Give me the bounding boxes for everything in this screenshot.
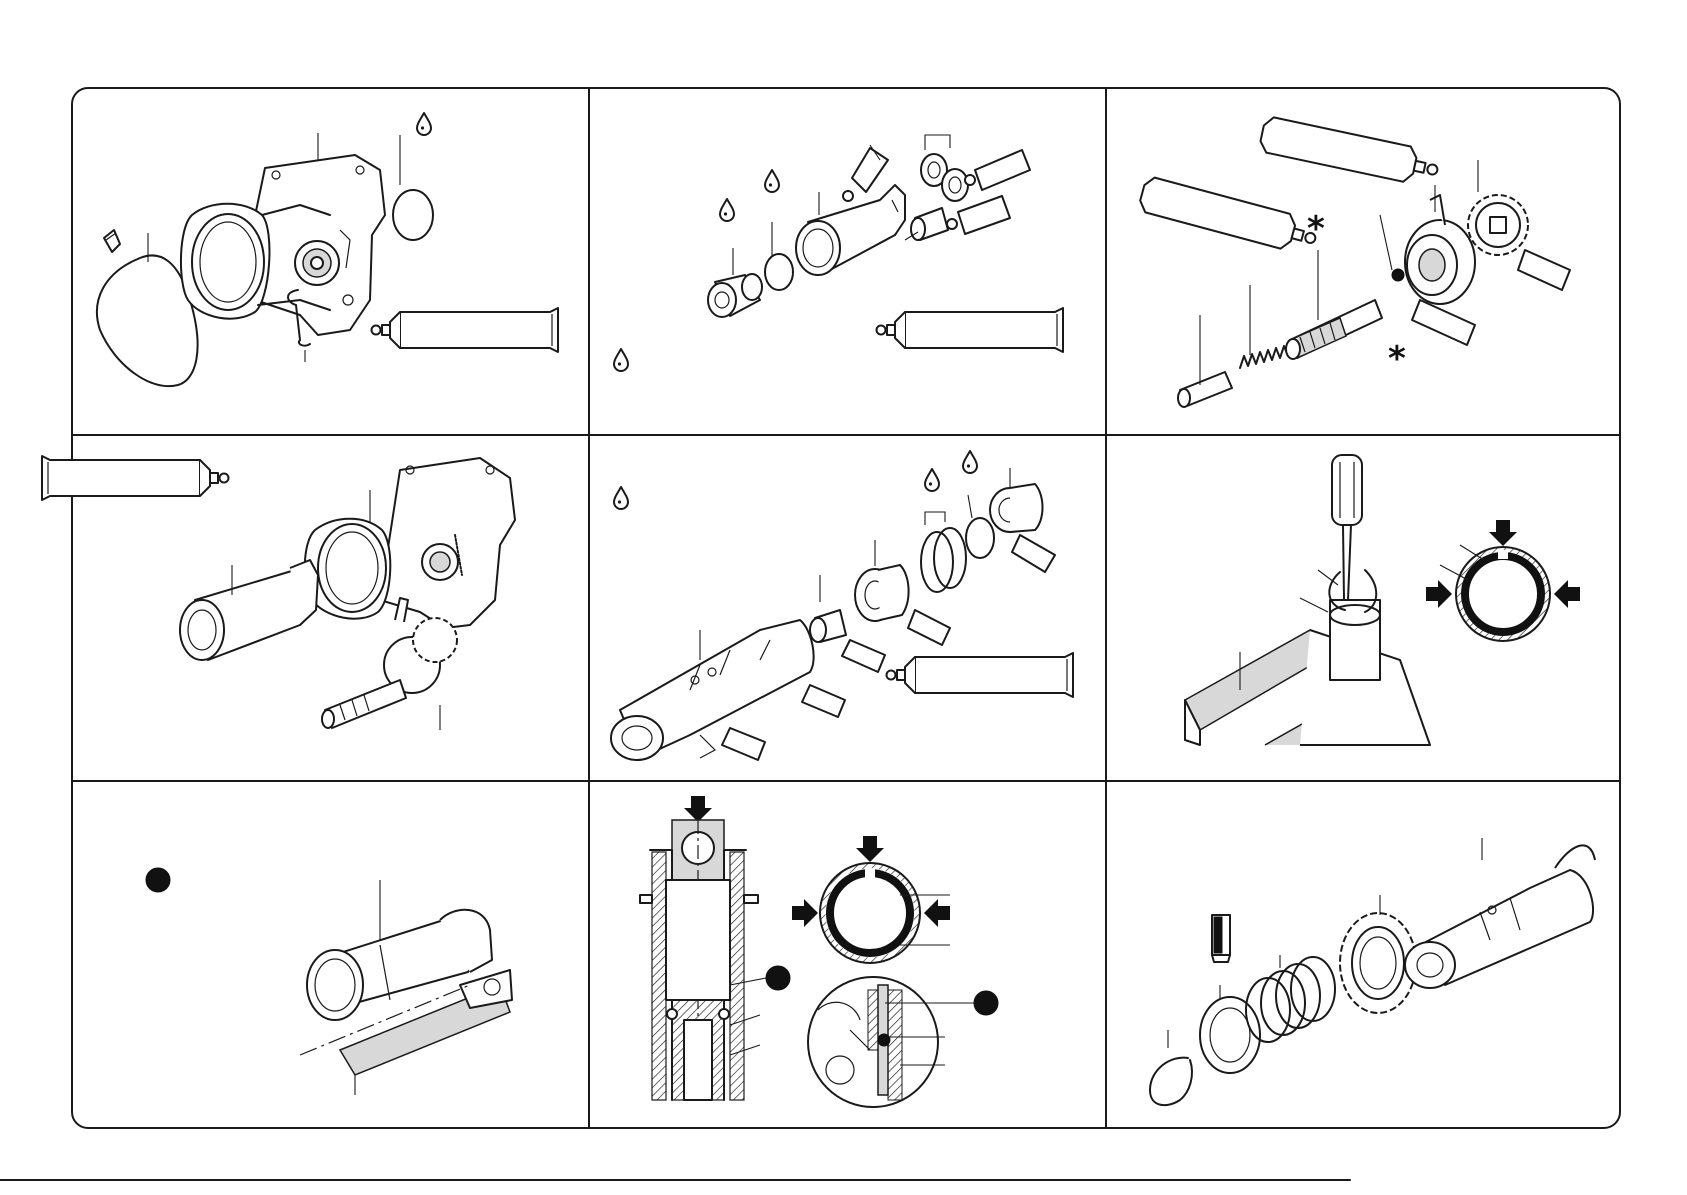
black-dot-icon: [146, 868, 170, 892]
oil-drop-icon: [765, 170, 779, 192]
o-ring: [966, 518, 994, 558]
panel-9-spring-gear: [1150, 838, 1595, 1105]
sleeve: [810, 610, 846, 642]
grease-tube-icon: [908, 610, 950, 645]
spur-gear: [1468, 195, 1528, 255]
panel-3-intermediate-shaft: * *: [1138, 116, 1570, 407]
grease-tube-icon: [887, 653, 1074, 697]
chisel-icon: [1212, 915, 1230, 962]
snap-ring: [1150, 1058, 1192, 1106]
grease-tube-icon: [42, 456, 229, 500]
guide-tube: [180, 560, 318, 660]
panel-7-guide-tube-pressing: [146, 868, 512, 1095]
press-arrow-icon: [792, 899, 818, 927]
grease-tube-icon: [843, 148, 888, 201]
press-arrow-icon: [1489, 520, 1517, 546]
grease-tube-icon: [1138, 176, 1320, 257]
chisel-icon: [104, 230, 120, 252]
o-ring: [393, 190, 433, 240]
oil-drop-icon: [614, 487, 628, 509]
press-arrow-icon: [1554, 580, 1580, 608]
oil-drop-icon: [614, 349, 628, 371]
washer-2: [942, 169, 968, 201]
grease-tube-icon: [1012, 535, 1055, 572]
grease-tube-icon: [802, 685, 845, 717]
grease-tube-icon: [842, 640, 885, 672]
grease-tube-icon: [1258, 116, 1441, 188]
star-mark: *: [1388, 339, 1406, 379]
star-mark: *: [1307, 209, 1325, 249]
snap-ring-diagram: [1426, 520, 1580, 641]
splined-shaft: [1286, 300, 1382, 359]
collar: [855, 565, 909, 621]
panel-4-housing-assembly: [42, 456, 515, 730]
grease-tube-icon: [722, 728, 765, 760]
press-arrow-icon: [684, 796, 712, 822]
panel-6-snap-ring-vise: [1185, 455, 1580, 745]
oil-drop-icon: [925, 469, 939, 491]
grease-tube-icon: [965, 150, 1030, 190]
snap-ring-in-holder: [1329, 570, 1380, 625]
grease-tube-icon: [1412, 300, 1475, 345]
sectional-tube: [640, 820, 758, 1100]
oil-drop-icon: [417, 113, 431, 135]
panel-2-guide-tube: [614, 135, 1063, 371]
o-ring-small: [765, 254, 793, 290]
gear-housing: [181, 155, 385, 335]
screwdriver-icon: [1332, 455, 1362, 600]
gear-housing: [305, 458, 515, 628]
bearing-flange: [1405, 195, 1475, 304]
detail-magnified-view: [808, 977, 938, 1107]
panel-1-gear-housing: [97, 113, 558, 386]
black-dot-icon: [766, 966, 790, 990]
grease-tube-icon: [372, 308, 559, 352]
grease-tube-icon: [1518, 250, 1570, 290]
panel-5-tool-holder: [611, 451, 1073, 760]
guide-ring: [990, 484, 1043, 532]
press-arrow-icon: [856, 836, 884, 862]
press-arrow-icon: [1426, 580, 1452, 608]
plug: [708, 274, 762, 317]
panel-8-section-view: [640, 796, 998, 1107]
thrust-washer: [1200, 997, 1260, 1073]
grease-tube-icon: [877, 308, 1064, 352]
steel-ball: [1392, 269, 1404, 281]
tool-holder: [1405, 845, 1595, 988]
snap-ring-diagram: [792, 836, 950, 963]
oil-drop-icon: [720, 199, 734, 221]
oil-drop-icon: [963, 451, 977, 473]
tool-holder: [611, 620, 814, 760]
press-arrow-icon: [924, 899, 950, 927]
locking-pin: [911, 208, 948, 240]
bench-vise: [1185, 600, 1430, 745]
black-dot-icon: [974, 991, 998, 1015]
